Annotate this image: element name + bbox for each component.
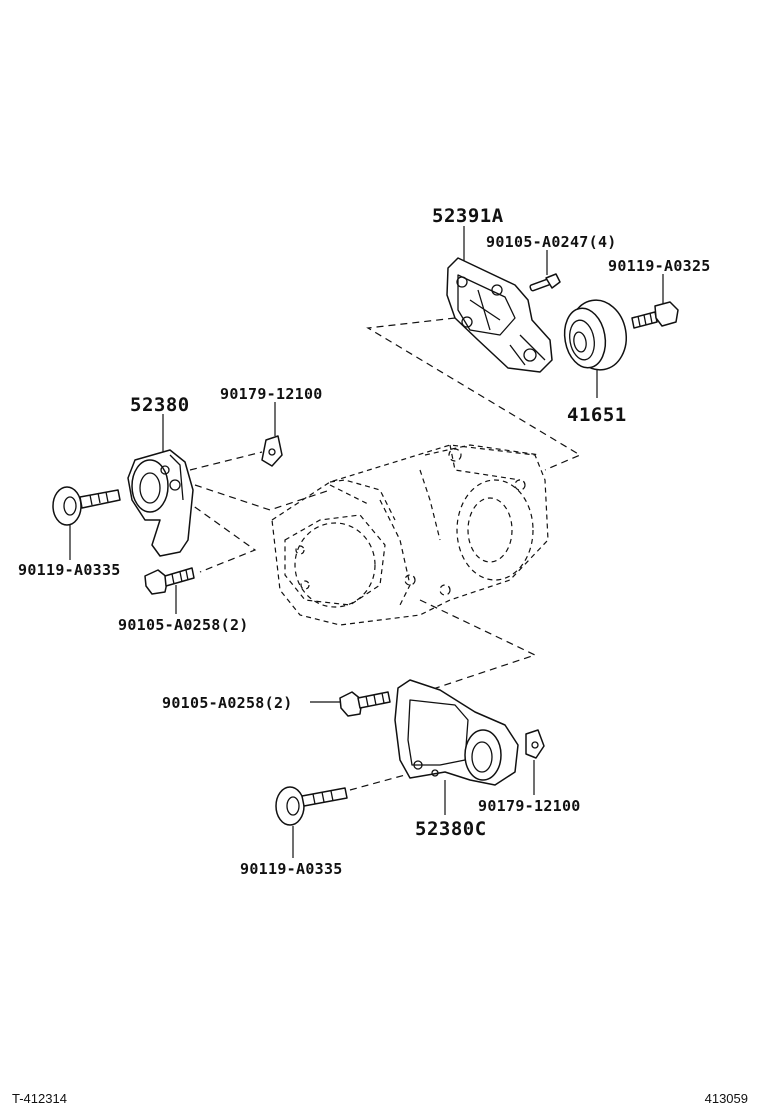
mount-52380-drawing xyxy=(127,449,194,557)
bolt-90119-a0335-bottom-drawing xyxy=(275,786,348,826)
label-90119-a0325: 90119-A0325 xyxy=(608,257,711,275)
bolt-90105-a0258-bottom-drawing xyxy=(339,691,391,717)
mount-52380c-drawing xyxy=(394,679,519,786)
label-41651: 41651 xyxy=(567,404,627,426)
label-90179-12100-top: 90179-12100 xyxy=(220,385,323,403)
bolt-90119-a0325-drawing xyxy=(631,301,679,329)
label-90119-a0335-left: 90119-A0335 xyxy=(18,561,121,579)
bolt-90105-a0258-top-drawing xyxy=(144,567,195,595)
bolt-90119-a0335-left-drawing xyxy=(52,486,121,526)
pulley-41651-drawing xyxy=(563,299,627,371)
label-90119-a0335-bottom: 90119-A0335 xyxy=(240,860,343,878)
label-90179-12100-bottom: 90179-12100 xyxy=(478,797,581,815)
nut-90179-bottom-drawing xyxy=(525,729,545,759)
label-52391a: 52391A xyxy=(432,205,504,227)
label-52380: 52380 xyxy=(130,394,190,416)
label-90105-a0247: 90105-A0247(4) xyxy=(486,233,617,251)
footer-right-code: 413059 xyxy=(704,1091,748,1106)
nut-90179-top-drawing xyxy=(261,435,283,467)
label-52380c: 52380C xyxy=(415,818,487,840)
bolt-90105-a0247-drawing xyxy=(529,273,561,292)
label-90105-a0258-top: 90105-A0258(2) xyxy=(118,616,249,634)
label-90105-a0258-bottom: 90105-A0258(2) xyxy=(162,694,293,712)
bracket-52391a-drawing xyxy=(446,257,553,373)
differential-housing-drawing xyxy=(271,444,549,626)
footer-left-code: T-412314 xyxy=(12,1091,67,1106)
leader-lines xyxy=(69,226,664,858)
